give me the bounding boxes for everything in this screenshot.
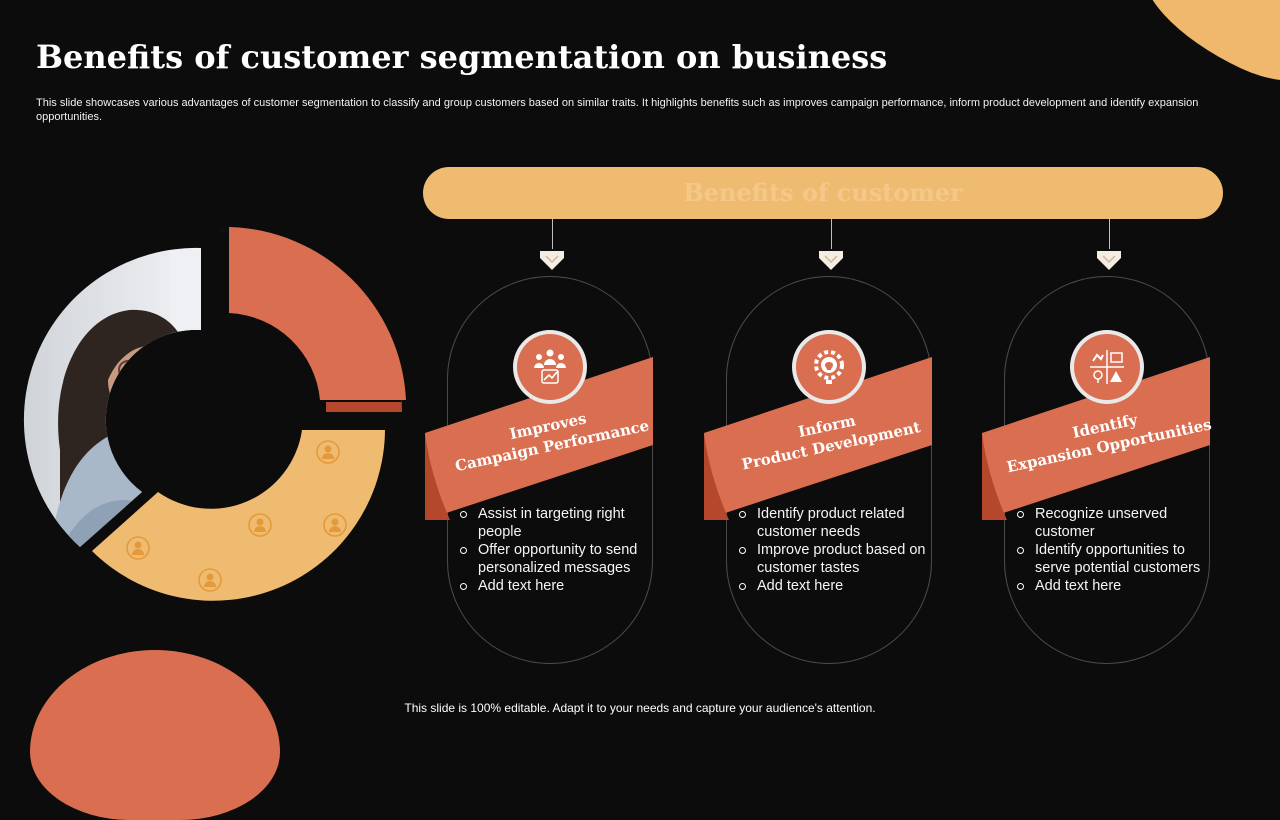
page-title: Benefits of customer segmentation on bus… [36, 38, 888, 76]
donut-segment-orange [229, 227, 406, 400]
card-bullet-list: Identify product related customer needs … [737, 505, 927, 595]
ribbon-banner [425, 357, 653, 520]
strategy-grid-icon [1070, 330, 1144, 404]
list-item: Identify product related customer needs [737, 505, 927, 541]
card-bullet-list: Assist in targeting right people Offer o… [458, 505, 648, 595]
down-arrow-icon [540, 251, 564, 270]
list-item: Add text here [1015, 577, 1205, 595]
list-item: Add text here [458, 577, 648, 595]
team-growth-icon [513, 330, 587, 404]
footer-note: This slide is 100% editable. Adapt it to… [404, 701, 876, 715]
connector-line [552, 219, 553, 249]
list-item: Offer opportunity to send personalized m… [458, 541, 648, 577]
connector-line [1109, 219, 1110, 249]
person-icon [248, 513, 272, 537]
connector-line [831, 219, 832, 249]
person-icon [323, 513, 347, 537]
list-item: Assist in targeting right people [458, 505, 648, 541]
ribbon-banner [982, 357, 1210, 520]
ribbon-banner [704, 357, 932, 520]
donut-graphic [23, 227, 406, 601]
decorative-blob-bottom-left [30, 650, 280, 820]
list-item: Add text here [737, 577, 927, 595]
person-icon [316, 440, 340, 464]
page-description: This slide showcases various advantages … [36, 97, 1199, 123]
down-arrow-icon [1097, 251, 1121, 270]
donut-segment-yellow [92, 430, 385, 601]
list-item: Improve product based on customer tastes [737, 541, 927, 577]
list-item: Identify opportunities to serve potentia… [1015, 541, 1205, 577]
benefits-banner: Benefits of customer [423, 167, 1223, 219]
person-icon [198, 568, 222, 592]
list-item: Recognize unserved customer [1015, 505, 1205, 541]
card-bullet-list: Recognize unserved customer Identify opp… [1015, 505, 1205, 595]
banner-label: Benefits of customer [683, 178, 963, 207]
person-icons [126, 440, 347, 592]
down-arrow-icon [819, 251, 843, 270]
person-icon [126, 536, 150, 560]
gear-bulb-icon [792, 330, 866, 404]
